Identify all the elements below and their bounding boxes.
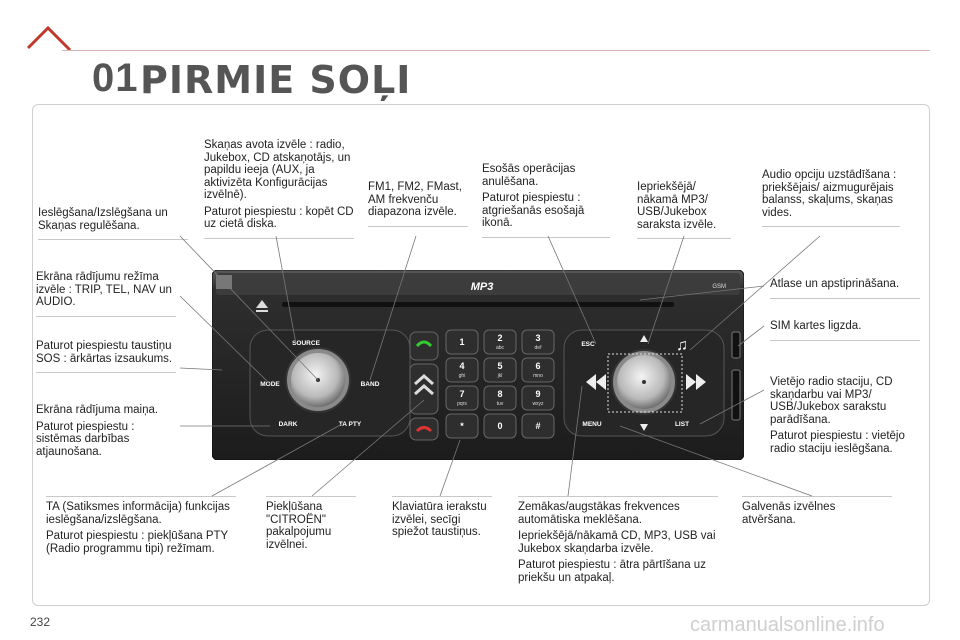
display-mode-text: MP3 bbox=[471, 281, 494, 293]
svg-text:4: 4 bbox=[459, 361, 464, 371]
sim-slot[interactable] bbox=[731, 331, 741, 359]
chapter-corner-mark bbox=[26, 25, 72, 52]
label-dark: Ekrāna rādījuma maiņa.Paturot piespiestu… bbox=[36, 404, 159, 458]
keypad-key[interactable]: 6 mno bbox=[521, 357, 555, 383]
svg-text:6: 6 bbox=[535, 361, 540, 371]
keypad-key[interactable]: 5 jkl bbox=[483, 357, 517, 383]
watermark: carmanualsonline.info bbox=[690, 614, 885, 636]
svg-text:pqrs: pqrs bbox=[457, 401, 467, 407]
label-power: Ieslēgšana/Izslēgšana un Skaņas regulēša… bbox=[38, 207, 188, 240]
svg-text:1: 1 bbox=[459, 337, 464, 347]
svg-text:5: 5 bbox=[497, 361, 502, 371]
label-sos: Paturot piespiestu taustiņu SOS : ārkārt… bbox=[36, 340, 176, 373]
menu-button[interactable]: MENU bbox=[582, 421, 601, 428]
up-arrow-icon[interactable] bbox=[640, 335, 648, 342]
cd-slot bbox=[731, 369, 741, 421]
label-band: FM1, FM2, FMast, AM frekvenču diapazona … bbox=[368, 181, 468, 227]
keypad-key[interactable]: 9 wxyz bbox=[521, 385, 555, 411]
band-button[interactable]: BAND bbox=[361, 381, 380, 388]
label-menu: Galvenās izvēlnes atvēršana. bbox=[742, 496, 892, 530]
cd-logo-icon bbox=[216, 275, 232, 289]
brand-mark: GSM bbox=[712, 284, 726, 290]
svg-text:jkl: jkl bbox=[497, 373, 503, 379]
svg-text:wxyz: wxyz bbox=[532, 401, 544, 407]
ta-pty-button[interactable]: TA PTY bbox=[339, 421, 362, 428]
keypad-key[interactable]: 8 tuv bbox=[483, 385, 517, 411]
music-note-icon: ♫ bbox=[676, 337, 688, 354]
svg-text:tuv: tuv bbox=[497, 401, 504, 407]
svg-text:ghi: ghi bbox=[459, 373, 466, 379]
svg-text:8: 8 bbox=[497, 389, 502, 399]
audio-settings-button[interactable]: ♫ bbox=[676, 337, 688, 354]
svg-text:0: 0 bbox=[497, 421, 502, 431]
citroen-button[interactable] bbox=[409, 363, 439, 415]
page-title: PIRMIE SOĻI bbox=[140, 58, 412, 102]
svg-text:TA PTY: TA PTY bbox=[339, 421, 362, 428]
source-button[interactable]: SOURCE bbox=[292, 340, 320, 347]
keypad-key[interactable]: # bbox=[521, 413, 555, 439]
keypad-key[interactable]: 3 def bbox=[521, 329, 555, 355]
seek-forward-icon[interactable] bbox=[696, 374, 706, 390]
label-sim: SIM kartes ligzda. bbox=[770, 320, 920, 341]
radio-unit: MP3 GSM SOURCE MODE BAND DARK TA PTY 1 2 a… bbox=[212, 270, 744, 460]
header-rule bbox=[62, 50, 930, 51]
label-citroen: Piekļūšana "CITROËN" pakalpojumu izvēlne… bbox=[266, 496, 356, 555]
label-list: Vietējo radio staciju, CD skaņdarbu vai … bbox=[770, 376, 905, 455]
label-seek: Zemākas/augstākas frekvences automātiska… bbox=[518, 496, 718, 588]
dark-button[interactable]: DARK bbox=[279, 421, 298, 428]
svg-text:DARK: DARK bbox=[279, 421, 298, 428]
svg-text:3: 3 bbox=[535, 333, 540, 343]
keypad-key[interactable]: 0 bbox=[483, 413, 517, 439]
label-select: Atlase un apstiprināšana. bbox=[770, 278, 920, 299]
chapter-number: 01 bbox=[92, 56, 139, 100]
content-frame bbox=[32, 104, 930, 606]
svg-text:2: 2 bbox=[497, 333, 502, 343]
keypad-key[interactable]: 4 ghi bbox=[445, 357, 479, 383]
svg-text:mno: mno bbox=[533, 373, 543, 379]
svg-text:BAND: BAND bbox=[361, 381, 380, 388]
keypad: 1 2 abc 3 def 4 ghi 5 jkl 6 mno 7 pqrs 8 tuv 9 wxyz * 0 # bbox=[445, 329, 555, 439]
svg-text:MODE: MODE bbox=[260, 381, 280, 388]
list-button[interactable]: LIST bbox=[675, 421, 689, 428]
svg-text:def: def bbox=[535, 345, 543, 351]
svg-text:ESC: ESC bbox=[581, 341, 595, 348]
seek-back-icon[interactable] bbox=[586, 374, 596, 390]
esc-button[interactable]: ESC bbox=[581, 341, 595, 348]
label-source: Skaņas avota izvēle : radio, Jukebox, CD… bbox=[204, 139, 354, 239]
keypad-key[interactable]: * bbox=[445, 413, 479, 439]
svg-text:SOURCE: SOURCE bbox=[292, 340, 320, 347]
svg-text:MENU: MENU bbox=[582, 421, 601, 428]
label-ta: TA (Satiksmes informācija) funkcijas ies… bbox=[46, 496, 236, 559]
label-keypad: Klaviatūra ierakstu izvēlei, secīgi spie… bbox=[392, 496, 492, 543]
svg-text:9: 9 bbox=[535, 389, 540, 399]
svg-text:#: # bbox=[535, 421, 540, 431]
call-button[interactable] bbox=[409, 331, 439, 361]
svg-text:abc: abc bbox=[496, 345, 505, 351]
citroen-logo-icon bbox=[414, 373, 434, 396]
keypad-key[interactable]: 7 pqrs bbox=[445, 385, 479, 411]
label-mode: Ekrāna rādījumu režīma izvēle : TRIP, TE… bbox=[36, 271, 176, 317]
svg-text:7: 7 bbox=[459, 389, 464, 399]
keypad-key[interactable]: 1 bbox=[445, 329, 479, 355]
svg-text:*: * bbox=[460, 421, 464, 431]
page-number: 232 bbox=[30, 615, 51, 629]
label-prev-next: Iepriekšējā/ nākamā MP3/ USB/Jukebox sar… bbox=[637, 181, 731, 239]
svg-text:LIST: LIST bbox=[675, 421, 689, 428]
label-audio: Audio opciju uzstādīšana : priekšējais/ … bbox=[762, 169, 900, 227]
label-esc: Esošās operācijas anulēšana.Paturot pies… bbox=[482, 163, 610, 238]
mode-button[interactable]: MODE bbox=[260, 381, 280, 388]
phone-answer-icon bbox=[415, 340, 433, 348]
keypad-key[interactable]: 2 abc bbox=[483, 329, 517, 355]
